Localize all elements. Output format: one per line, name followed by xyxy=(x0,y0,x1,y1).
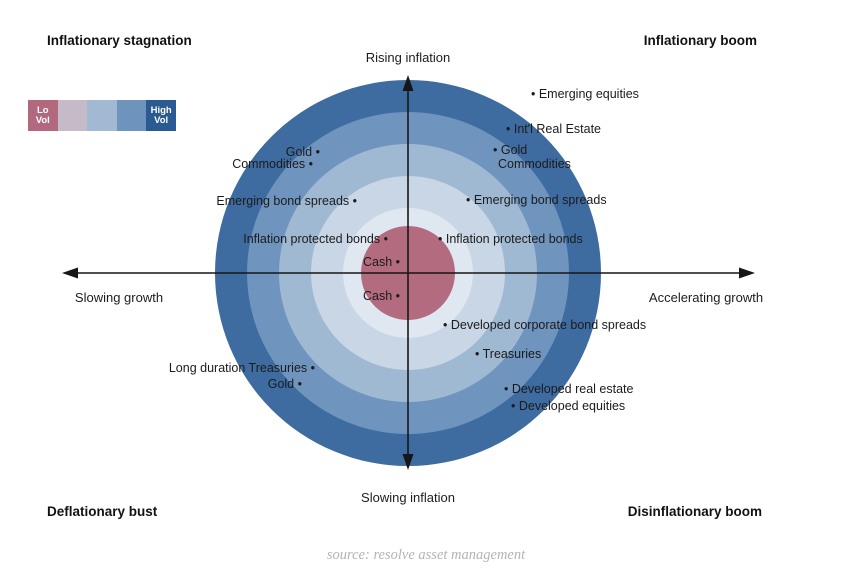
axis-label-rising-inflation: Rising inflation xyxy=(365,50,451,65)
asset-label: Long duration Treasuries • xyxy=(168,361,315,375)
axis-label-slowing-inflation: Slowing inflation xyxy=(361,490,455,505)
quadrant-label-inflationary-boom: Inflationary boom xyxy=(643,33,757,48)
asset-label: Cash • xyxy=(362,255,400,269)
asset-label: Inflation protected bonds • xyxy=(243,232,388,246)
legend-segment: High Vol xyxy=(146,100,176,131)
asset-label: • Emerging equities xyxy=(531,87,639,101)
asset-label: • Emerging bond spreads xyxy=(466,193,607,207)
legend-segment xyxy=(57,100,88,131)
asset-label: Gold • xyxy=(267,377,302,391)
asset-label: Cash • xyxy=(362,289,400,303)
asset-label: Commodities • xyxy=(232,157,313,171)
asset-label: • Developed corporate bond spreads xyxy=(443,318,647,332)
axis-label-accelerating-growth: Accelerating growth xyxy=(648,290,764,305)
quadrant-label-disinflationary-boom: Disinflationary boom xyxy=(627,504,762,519)
vol-legend: Lo Vol High Vol xyxy=(28,100,176,131)
asset-label: • Int'l Real Estate xyxy=(506,122,602,136)
asset-label: • Developed real estate xyxy=(504,382,634,396)
asset-label: • Developed equities xyxy=(511,399,626,413)
asset-label: • Inflation protected bonds xyxy=(438,232,583,246)
quadrant-label-deflationary-bust: Deflationary bust xyxy=(47,504,158,519)
source-caption: source: resolve asset management xyxy=(326,547,526,563)
asset-label: Gold • xyxy=(285,145,320,159)
quadrant-label-inflationary-stagnation: Inflationary stagnation xyxy=(47,33,192,48)
legend-segment xyxy=(116,100,147,131)
asset-label: Emerging bond spreads • xyxy=(216,194,357,208)
asset-label: Commodities xyxy=(498,157,571,171)
legend-segment xyxy=(87,100,117,131)
asset-label: • Gold xyxy=(493,143,528,157)
legend-segment: Lo Vol xyxy=(28,100,58,131)
axis-label-slowing-growth: Slowing growth xyxy=(74,290,164,305)
asset-label: • Treasuries xyxy=(475,347,542,361)
